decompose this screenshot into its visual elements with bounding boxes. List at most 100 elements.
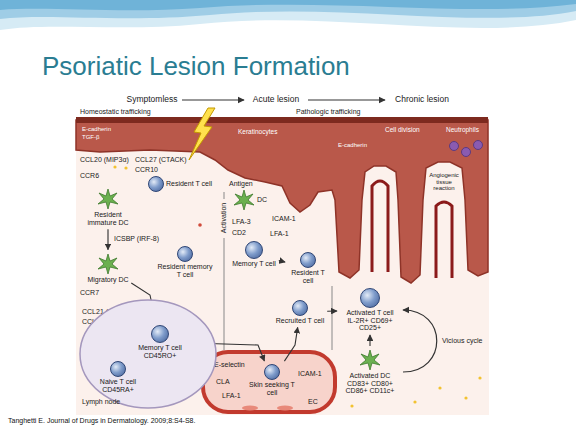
t-cell: Skin seeking T cell: [248, 363, 296, 397]
cell-label: EC: [308, 398, 318, 406]
trafficking-arrow: [369, 335, 370, 346]
trafficking-arrow: [279, 260, 285, 262]
cell-label: Neutrophils: [446, 126, 479, 133]
cytokine-dot: [413, 400, 416, 403]
endothelial-cell: [242, 406, 258, 411]
cell-label: Skin seeking T cell: [249, 381, 295, 396]
node-text: Activated DCCD83+ CD80+ CD86+ CD11c+: [340, 372, 400, 395]
t-cell-body: [110, 361, 126, 377]
marker-label: CD45RO+: [138, 352, 182, 360]
molecule-label: CLA: [216, 378, 230, 386]
panel-divider: [332, 286, 333, 350]
antigen-dot: [198, 223, 202, 227]
node-text: Naive T cellCD45RA+: [100, 378, 136, 393]
cell-label: Resident memory T cell: [158, 263, 213, 278]
molecule-label: LFA-1: [270, 230, 289, 238]
cytokine-dot: [438, 386, 441, 389]
trafficking-label: Homeostatic trafficking: [80, 108, 151, 116]
phase-arrow: [182, 99, 244, 100]
molecule-label: TGF-β: [82, 134, 99, 141]
dermis: [76, 118, 489, 415]
factor-label: ICSBP (IRF-8): [114, 235, 159, 243]
cell-label: Recruited T cell: [276, 317, 324, 325]
trafficking-arrow: [107, 229, 108, 249]
molecule-label: E-cadherin: [338, 142, 367, 149]
receptor-label: CCR10: [135, 166, 158, 174]
dendritic-cell: Activated DCCD83+ CD80+ CD86+ CD11c+: [339, 348, 401, 396]
stratum-corneum: [76, 117, 488, 123]
chemokine-dot: [113, 165, 116, 168]
node-text: Skin seeking T cell: [249, 381, 295, 396]
cell-label: Migratory DC: [87, 276, 128, 284]
receptor-label: CCR7: [80, 289, 99, 297]
t-cell: Activated T cellIL-2R+ CD69+ CD25+: [339, 287, 401, 333]
phase-heading: Acute lesion: [253, 95, 299, 104]
node-text: Lymph node: [82, 398, 120, 406]
dc-body: [97, 188, 119, 210]
marker-label: CD83+ CD80+ CD86+ CD11c+: [340, 380, 400, 395]
slide-title: Psoriatic Lesion Formation: [42, 52, 350, 81]
process-label: Activation: [220, 203, 228, 233]
cell-label: Naive T cell: [100, 378, 136, 386]
endothelial-cell: [277, 406, 293, 411]
capillary-loop: [372, 181, 388, 272]
phase-arrow: [308, 99, 385, 100]
node-text: Resident T cell: [288, 269, 328, 284]
t-cell-body: [245, 241, 263, 259]
neutrophil: [462, 148, 471, 157]
cytokine-dot: [464, 396, 467, 399]
molecule-label: ICAM-1: [298, 370, 322, 378]
t-cell: Resident memory T cell: [157, 245, 214, 279]
t-cell-body: [264, 364, 280, 380]
phase-heading: Chronic lesion: [395, 95, 449, 104]
process-label: Vicious cycle: [442, 337, 482, 345]
neutrophil: [450, 142, 459, 151]
figure-ground: [75, 92, 490, 416]
node-text: Migratory DC: [87, 276, 128, 284]
process-label: Angiogenic tissue reaction: [427, 172, 461, 192]
dc-body: [98, 189, 118, 209]
dc-body: [97, 253, 119, 275]
cell-label: Resident T cell: [288, 269, 328, 284]
chemokine-label: CCL27 (CTACK): [135, 156, 187, 164]
citation: Tanghetti E. Journal of Drugs in Dermato…: [8, 417, 195, 425]
dc-body: [233, 189, 255, 211]
lymph-node-outline: [80, 300, 216, 408]
capillary-loop: [436, 202, 452, 278]
cell-label: Lymph node: [82, 398, 120, 406]
cell-label: Activated DC: [340, 372, 400, 380]
molecule-label: E-cadherin: [82, 126, 111, 133]
trigger-bolt: [189, 108, 215, 160]
node-text: Memory T cell: [232, 260, 276, 268]
node-text: Resident T cell: [166, 180, 212, 188]
t-cell: Recruited T cell: [275, 299, 325, 326]
node-text: Resident memory T cell: [158, 263, 213, 278]
molecule-label: ICAM-1: [272, 215, 296, 223]
cell-label: DC: [257, 196, 267, 204]
dendritic-cell: Migratory DC: [86, 252, 129, 285]
molecule-label: LFA-1: [222, 392, 241, 400]
t-cell-body: [360, 288, 380, 308]
dc-body: [234, 190, 254, 210]
vicious-cycle-loop: [403, 310, 437, 372]
panel-divider: [224, 238, 225, 350]
t-cell-body: [300, 252, 316, 268]
t-cell: Memory T cell: [231, 240, 277, 269]
t-cell: Naive T cellCD45RA+: [99, 360, 137, 394]
t-cell: Resident T cell: [147, 175, 213, 193]
dc-body: [359, 349, 381, 371]
molecule-label: LFA-3: [232, 218, 251, 226]
cell-label: Resident immature DC: [83, 211, 133, 226]
phase-heading: Symptomless: [126, 95, 177, 104]
header-wave: [0, 0, 576, 10]
neutrophil: [474, 141, 483, 150]
t-cell-body: [292, 300, 308, 316]
antigen-label: Antigen: [229, 180, 253, 188]
cytokine-dot: [478, 376, 481, 379]
trafficking-label: Pathologic trafficking: [296, 108, 360, 116]
molecule-label: CD2: [232, 229, 246, 237]
panel-divider: [224, 192, 225, 199]
t-cell: Memory T cellCD45RO+: [137, 324, 183, 360]
dc-body: [98, 254, 118, 274]
